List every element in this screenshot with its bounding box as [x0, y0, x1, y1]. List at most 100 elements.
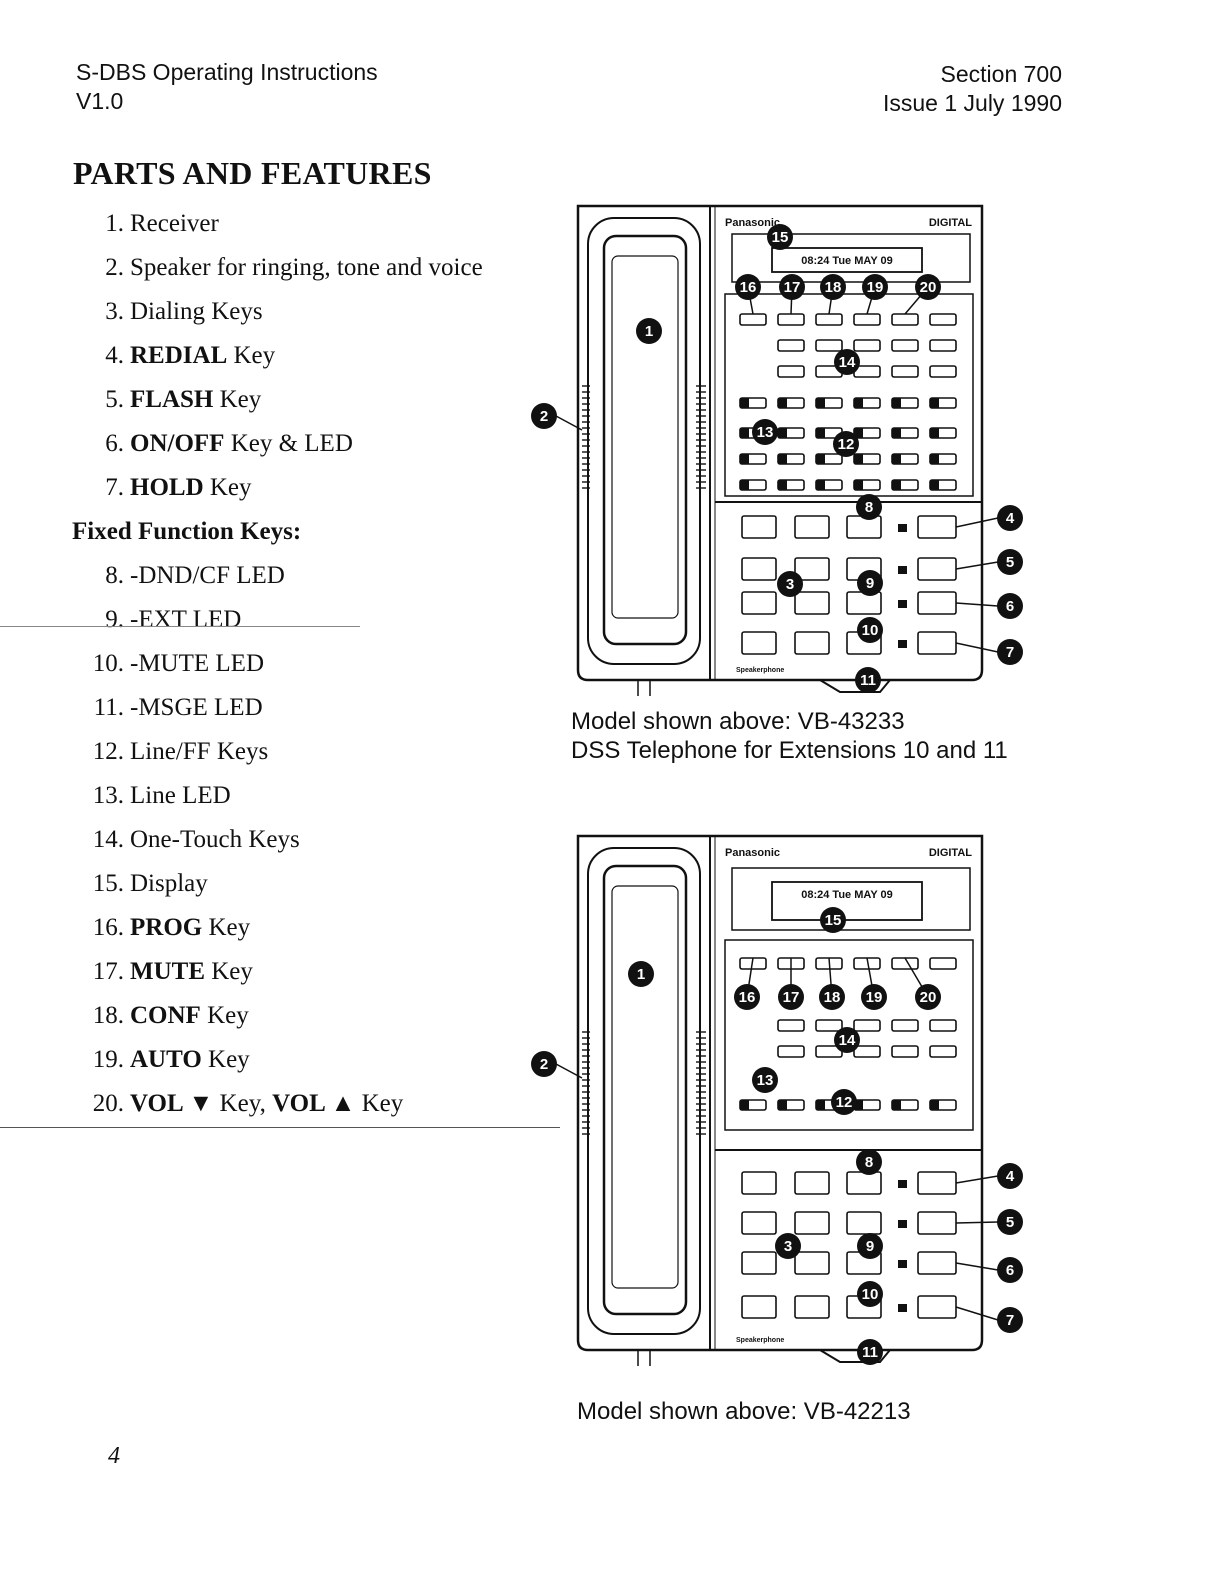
line-led	[854, 428, 863, 438]
phone-key	[815, 313, 843, 326]
phone-key	[815, 339, 843, 352]
callout-3	[777, 571, 803, 597]
line-led	[778, 454, 787, 464]
list-item: 2.Speaker for ringing, tone and voice	[72, 251, 552, 295]
list-item: 17.MUTE Key	[72, 955, 552, 999]
item-text-bold: CONF	[130, 1002, 201, 1029]
item-text-post: Key	[203, 474, 252, 501]
callout-20-label: 20	[920, 279, 937, 296]
callout-11-label: 11	[860, 672, 876, 689]
line-led	[740, 398, 749, 408]
callout-7	[997, 639, 1023, 665]
callout-11-label: 11	[862, 1344, 878, 1361]
item-text-post: Key & LED	[224, 430, 353, 457]
phone-stand	[819, 1349, 891, 1363]
callout-17-label: 17	[783, 989, 800, 1006]
phone-key	[794, 557, 830, 581]
callout-6-label: 6	[1006, 1262, 1014, 1279]
line-led	[892, 1100, 901, 1110]
section-number: Section 700	[940, 61, 1062, 87]
item-number: 14.	[92, 826, 124, 853]
item-text-post: Key	[200, 1002, 249, 1029]
callout-2-label: 2	[540, 408, 548, 425]
phone-body	[576, 204, 984, 682]
line-led	[854, 454, 863, 464]
leader-line	[955, 561, 999, 570]
phone-key	[815, 1019, 843, 1032]
item-text-pre: Line LED	[130, 782, 231, 809]
doc-version: V1.0	[76, 88, 124, 114]
display-panel	[731, 867, 971, 931]
phone-key	[794, 1171, 830, 1195]
callout-9	[857, 1233, 883, 1259]
item-text-post: Key	[227, 342, 276, 369]
caption-1: Model shown above: VB-43233 DSS Telephon…	[571, 707, 1008, 765]
item-text-bold: MUTE	[130, 958, 205, 985]
item-text-bold: ON/OFF	[130, 430, 225, 457]
doc-title: S-DBS Operating Instructions	[76, 59, 378, 85]
list-subhead: Fixed Function Keys:	[72, 515, 552, 559]
leader-line	[955, 602, 999, 607]
callout-12	[831, 1089, 857, 1115]
phone-key	[777, 1045, 805, 1058]
callout-2	[531, 1051, 557, 1077]
speakerphone-label: Speakerphone	[736, 667, 784, 674]
callout-20	[915, 984, 941, 1010]
line-led	[892, 454, 901, 464]
callout-3	[775, 1233, 801, 1259]
callout-6-label: 6	[1006, 598, 1014, 615]
list-item: 13.Line LED	[72, 779, 552, 823]
line-led	[816, 428, 825, 438]
callout-11	[857, 1339, 883, 1365]
item-text-bold: FLASH	[130, 386, 214, 413]
list-item: 8.-DND/CF LED	[72, 559, 552, 603]
callout-11	[855, 667, 881, 693]
callout-19-label: 19	[867, 279, 884, 296]
phone-key	[741, 1251, 777, 1275]
item-text-bold2: VOL ▲	[272, 1090, 356, 1117]
phone-key	[917, 1171, 957, 1195]
callout-8-label: 8	[865, 1154, 873, 1171]
item-text-post: Key	[202, 914, 251, 941]
callout-1-label: 1	[637, 966, 645, 983]
item-text-post: Key	[205, 958, 253, 985]
issue-date: Issue 1 July 1990	[882, 90, 1062, 116]
phone-key	[846, 1171, 882, 1195]
phone-key	[846, 591, 882, 615]
line-led	[854, 480, 863, 490]
leader-line	[955, 1306, 999, 1321]
callout-18	[820, 274, 846, 300]
leader-line	[555, 415, 583, 431]
line-led	[930, 1100, 939, 1110]
phone-key	[794, 591, 830, 615]
caption-dss: DSS Telephone for Extensions 10 and 11	[571, 737, 1008, 764]
item-number: 8.	[105, 562, 124, 589]
phone-key	[853, 313, 881, 326]
callout-4	[997, 1163, 1023, 1189]
line-led	[930, 454, 939, 464]
callout-14-label: 14	[839, 1032, 856, 1049]
callout-10	[857, 1281, 883, 1307]
item-text-pre: One-Touch Keys	[130, 826, 300, 853]
list-item: 4.REDIAL Key	[72, 339, 552, 383]
keys-panel	[724, 293, 974, 497]
phone-key	[891, 339, 919, 352]
phone-key	[891, 957, 919, 970]
line-led	[892, 398, 901, 408]
callout-6	[997, 1257, 1023, 1283]
list-item: 7.HOLD Key	[72, 471, 552, 515]
list-item: 5.FLASH Key	[72, 383, 552, 427]
callout-3-label: 3	[784, 1238, 792, 1255]
model-tag: DIGITAL	[929, 847, 972, 859]
page-title: PARTS AND FEATURES	[73, 155, 432, 191]
status-led	[898, 566, 907, 574]
header-right: Section 700 Issue 1 July 1990	[883, 60, 1062, 118]
phone-key	[794, 1211, 830, 1235]
item-number: 4.	[105, 342, 124, 369]
phone-key	[794, 1295, 830, 1319]
item-text-pre: Receiver	[130, 210, 219, 237]
receiver	[602, 864, 688, 1316]
callout-15	[767, 224, 793, 250]
